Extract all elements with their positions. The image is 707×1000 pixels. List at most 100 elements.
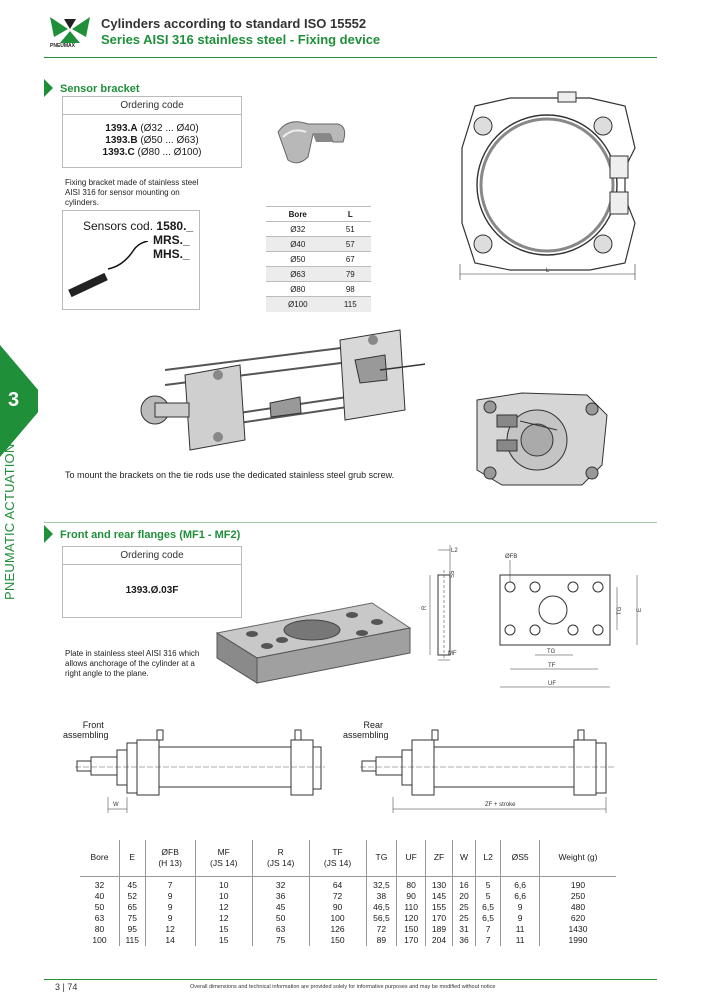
table-header: ZF xyxy=(425,840,454,877)
table-cell: 11 xyxy=(500,923,540,935)
front-assembling-label: Front assembling xyxy=(63,720,109,740)
table-cell: 16 xyxy=(452,876,476,891)
table-header: TF(JS 14) xyxy=(309,840,367,877)
table-header-bore: Bore xyxy=(266,206,330,222)
sensors-line-1: Sensors cod. 1580._ xyxy=(83,219,194,233)
table-cell: 15 xyxy=(195,934,253,946)
section-arrow-icon xyxy=(44,79,53,97)
table-cell: 32 xyxy=(252,876,310,891)
dim-l-label: L xyxy=(546,268,550,274)
rear-assembling-drawing: ZF + stroke xyxy=(360,729,615,813)
table-cell: 9 xyxy=(145,890,196,902)
mount-note: To mount the brackets on the tie rods us… xyxy=(65,470,395,480)
logo-text: PNEUMAX xyxy=(50,43,76,49)
table-cell: 65 xyxy=(119,901,146,913)
table-cell: 45 xyxy=(252,901,310,913)
pneumax-logo: PNEUMAX xyxy=(44,15,96,53)
table-cell: 31 xyxy=(452,923,476,935)
dim-uf: UF xyxy=(548,681,556,687)
table-cell: 9 xyxy=(500,912,540,924)
sensor-bracket-title: Sensor bracket xyxy=(60,83,140,95)
table-cell: 95 xyxy=(119,923,146,935)
header-divider xyxy=(44,57,657,58)
table-cell: 6,6 xyxy=(500,876,540,891)
dim-w: W xyxy=(113,802,119,808)
footer-disclaimer: Overall dimensions and technical informa… xyxy=(190,984,496,990)
table-cell: 46,5 xyxy=(366,901,398,913)
table-cell: 63 xyxy=(80,912,120,924)
table-cell: 100 xyxy=(80,934,120,946)
table-cell: 32 xyxy=(80,876,120,891)
table-cell: 170 xyxy=(396,934,426,946)
table-cell: 1430 xyxy=(568,923,588,934)
table-cell: 7 xyxy=(475,934,502,946)
table-cell: 36 xyxy=(452,934,476,946)
sensor-bracket-description: Fixing bracket made of stainless steel A… xyxy=(65,178,199,207)
ordering-code-a: 1393.A (Ø32 ... Ø40) xyxy=(105,123,199,134)
dim-tg-horizontal: TG xyxy=(547,649,556,655)
table-cell: 50 xyxy=(252,912,310,924)
table-cell: 12 xyxy=(195,912,253,924)
table-cell: 10 xyxy=(195,876,253,891)
flange-description: Plate in stainless steel AISI 316 which … xyxy=(65,649,200,678)
table-cell: 1990 xyxy=(568,934,588,945)
table-header: ØS5 xyxy=(500,840,540,877)
flange-plate-image xyxy=(215,602,412,684)
table-header: W xyxy=(452,840,476,877)
flange-front-view-drawing: ØFB TG E TG TF UF xyxy=(499,554,643,688)
table-cell: 6,5 xyxy=(475,901,502,913)
table-cell: 64 xyxy=(309,876,367,891)
sensors-box: Sensors cod. 1580._ MRS._ MHS._ xyxy=(62,210,200,310)
table-header-l: L xyxy=(329,206,371,222)
table-cell: 150 xyxy=(309,934,367,946)
table-cell: 20 xyxy=(452,890,476,902)
table-cell: 620 xyxy=(570,912,586,923)
table-cell: 90 xyxy=(396,890,426,902)
table-cell: 130 xyxy=(425,876,454,891)
flange-side-view-drawing: L2 S5 R MF xyxy=(422,545,458,661)
table-header: R(JS 14) xyxy=(252,840,310,877)
dim-r: R xyxy=(422,605,428,610)
table-cell: 72 xyxy=(366,923,398,935)
sensor-image xyxy=(68,241,149,298)
table-cell: 6,5 xyxy=(475,912,502,924)
table-header: L2 xyxy=(475,840,502,877)
table-cell: 190 xyxy=(570,879,586,890)
ordering-code-label: Ordering code xyxy=(63,97,241,115)
ordering-code-label: Ordering code xyxy=(63,547,241,565)
table-cell: 150 xyxy=(396,923,426,935)
table-header: ØFB(H 13) xyxy=(145,840,196,877)
table-cell: 36 xyxy=(252,890,310,902)
dim-l2: L2 xyxy=(451,548,458,554)
sensors-mrs: MRS._ xyxy=(153,233,190,247)
table-header: TG xyxy=(366,840,398,877)
table-header: MF(JS 14) xyxy=(195,840,253,877)
section-arrow-icon xyxy=(44,525,53,543)
table-cell: 56,5 xyxy=(366,912,398,924)
dim-fb: ØFB xyxy=(505,554,517,560)
flange-ordering-box: Ordering code 1393.Ø.03F xyxy=(62,546,242,618)
table-cell: 5 xyxy=(475,876,502,891)
table-cell: 72 xyxy=(309,890,367,902)
table-cell: 32,5 xyxy=(366,876,398,891)
table-cell: 25 xyxy=(452,912,476,924)
chapter-number: 3 xyxy=(8,389,20,411)
dim-tg-vertical: TG xyxy=(617,606,623,615)
table-cell: 7 xyxy=(145,876,196,891)
footer-divider xyxy=(44,979,657,980)
table-cell: 9 xyxy=(500,901,540,913)
table-cell: 52 xyxy=(119,890,146,902)
table-cell: 189 xyxy=(425,923,454,935)
cylinder-with-brackets-drawing xyxy=(140,329,425,451)
section-divider xyxy=(44,522,657,523)
